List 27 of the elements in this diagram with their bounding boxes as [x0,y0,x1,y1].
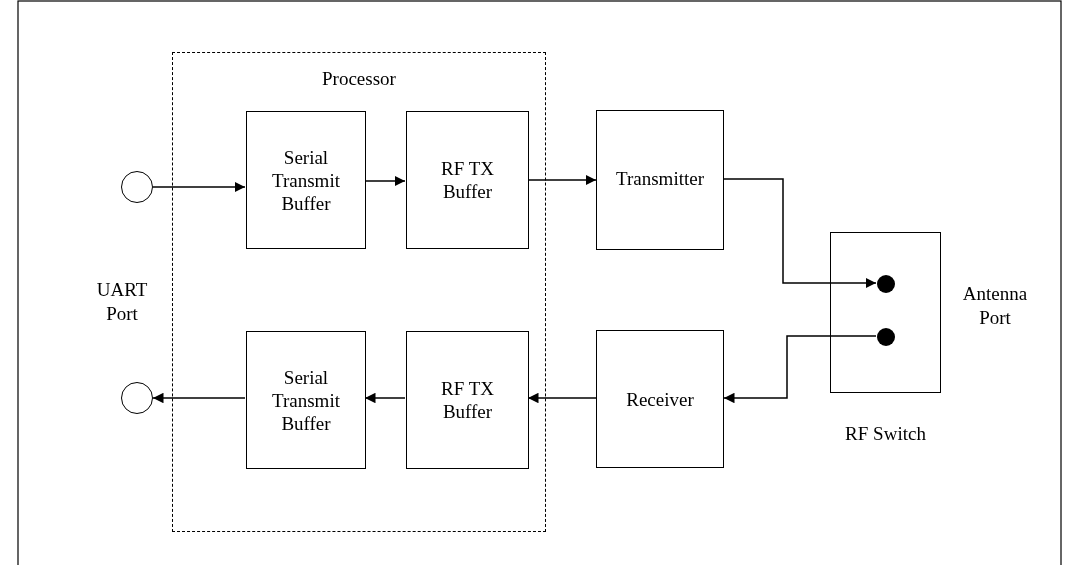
arrow [364,175,406,187]
arrow [527,174,597,186]
arrow [152,392,246,404]
block-title: RF Switch [844,422,927,445]
group-title: Processor [321,67,397,90]
processor-group-box [172,52,546,532]
block-label: Transmitter [615,167,705,190]
port-label: Antenna Port [961,282,1029,330]
block-label: RF TX Buffer [440,157,495,203]
block-box [596,330,724,468]
arrow [723,335,877,404]
arrow [527,392,597,404]
terminal-dot [877,328,895,346]
block-label: Serial Transmit Buffer [271,145,341,215]
block-label: Serial Transmit Buffer [271,365,341,435]
block-box [246,331,366,469]
block-box [406,331,529,469]
arrow [723,178,877,289]
block-box [406,111,529,249]
block-label: RF TX Buffer [440,377,495,423]
port-label: UART Port [95,278,149,326]
terminal-dot [877,275,895,293]
block-box [596,110,724,250]
arrow [364,392,406,404]
block-label: Receiver [625,387,695,411]
block-box [246,111,366,249]
arrow [152,181,246,193]
